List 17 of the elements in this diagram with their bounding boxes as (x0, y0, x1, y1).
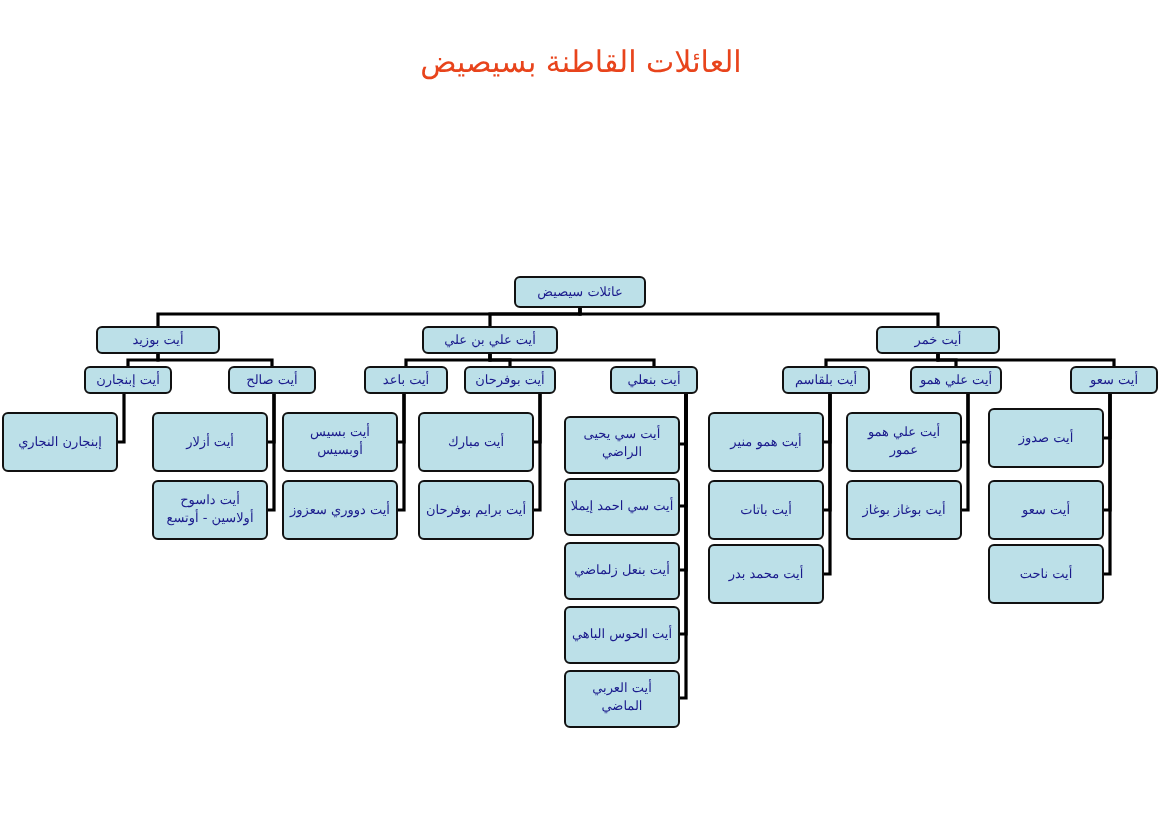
title: العائلات القاطنة بسيصيض (420, 44, 742, 80)
connector (404, 354, 492, 366)
connector (488, 354, 512, 366)
connector (156, 308, 582, 326)
connector (156, 354, 274, 366)
connector (578, 308, 940, 326)
connector (824, 354, 940, 366)
connector (962, 394, 970, 512)
connector (118, 394, 126, 444)
connector (824, 394, 832, 576)
connector (680, 394, 688, 700)
connector (126, 354, 160, 366)
connector (268, 394, 276, 512)
connector (1104, 394, 1112, 576)
connector (936, 354, 958, 366)
connector (398, 394, 406, 512)
connector (534, 394, 542, 512)
